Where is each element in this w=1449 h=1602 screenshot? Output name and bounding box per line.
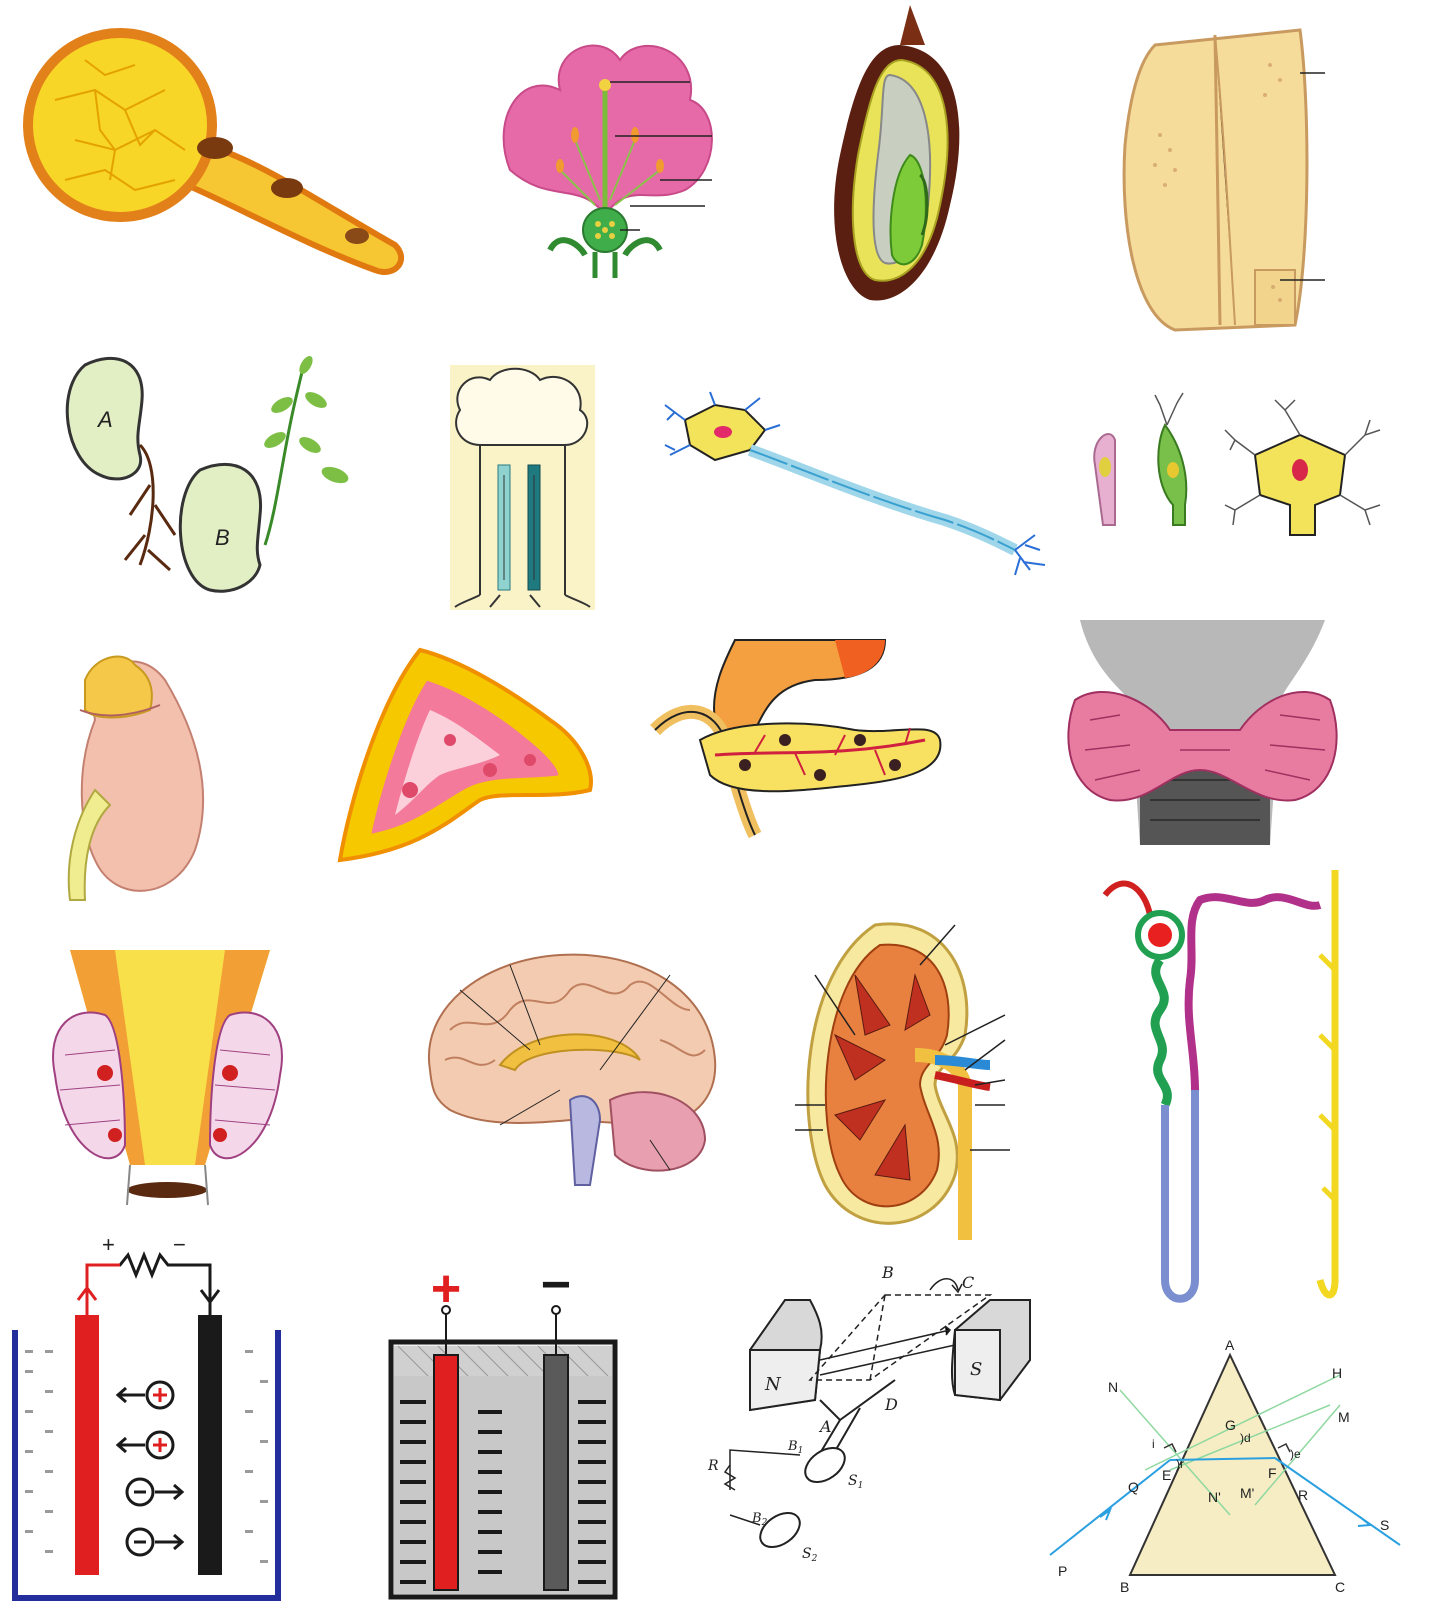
nephron-diagram xyxy=(1105,870,1360,1305)
motor-label-s: S xyxy=(970,1359,982,1380)
motor-label-b2: B2 xyxy=(751,1511,768,1528)
prism-label-e-point: E xyxy=(1162,1467,1171,1483)
neuron-types-diagram xyxy=(1085,385,1395,555)
seed-label-a: A xyxy=(96,407,113,432)
motor-label-a: A xyxy=(818,1417,832,1436)
motor-label-n: N xyxy=(764,1374,782,1395)
prism-label-s: S xyxy=(1380,1517,1389,1533)
tree-xylem-diagram xyxy=(450,365,595,610)
kidney-section-diagram xyxy=(795,915,1010,1240)
motor-label-s1: S1 xyxy=(848,1473,863,1491)
motor-label-b: B xyxy=(881,1263,894,1282)
prism-label-b: B xyxy=(1120,1579,1129,1595)
dry-cell-diagram: + − xyxy=(388,1270,618,1602)
prism-label-q: Q xyxy=(1128,1479,1139,1495)
prism-label-r: )r xyxy=(1176,1457,1184,1471)
prism-label-m-prime: M' xyxy=(1240,1485,1254,1501)
brain-section-diagram xyxy=(420,950,720,1185)
dicot-seed-section-diagram xyxy=(830,5,970,305)
flower-section-diagram xyxy=(490,30,720,280)
neuron-diagram xyxy=(655,390,1055,590)
seed-germination-diagram: A B xyxy=(60,345,360,595)
adrenal-kidney-diagram xyxy=(55,640,225,915)
motor-label-r: R xyxy=(707,1458,719,1474)
prism-label-d: )d xyxy=(1240,1431,1251,1445)
prism-label-n: N xyxy=(1108,1379,1118,1395)
prism-label-n-prime: N' xyxy=(1208,1489,1221,1505)
electrolysis-minus-sign: − xyxy=(173,1232,186,1257)
parathyroid-diagram xyxy=(45,945,290,1210)
electrolysis-diagram: + − xyxy=(10,1230,285,1602)
thyroid-front-diagram xyxy=(1060,620,1345,845)
motor-label-c: C xyxy=(962,1273,974,1292)
prism-label-h: H xyxy=(1332,1365,1342,1381)
electrolysis-plus-sign: + xyxy=(102,1232,115,1257)
motor-label-d: D xyxy=(884,1395,898,1414)
prism-label-m: M xyxy=(1338,1409,1350,1425)
prism-label-a: A xyxy=(1225,1337,1235,1353)
seed-label-b: B xyxy=(215,525,230,550)
prism-label-e-angle: )e xyxy=(1290,1447,1301,1461)
prism-label-f: F xyxy=(1268,1465,1277,1481)
cell-minus-sign: − xyxy=(541,1256,571,1314)
maize-grain-diagram xyxy=(1115,25,1325,330)
adrenal-gland-section-diagram xyxy=(330,640,600,875)
prism-label-r-point: R xyxy=(1298,1487,1308,1503)
motor-label-s2: S2 xyxy=(802,1546,818,1564)
electric-motor-diagram: B C A D N S B1 S1 B2 S2 R xyxy=(700,1260,1045,1600)
pancreas-diagram xyxy=(655,640,955,835)
prism-label-g: G xyxy=(1225,1417,1236,1433)
prism-refraction-diagram: A B C H N M G )d i )r E F )e Q R S P N' … xyxy=(1040,1330,1440,1602)
prism-label-i: i xyxy=(1152,1437,1155,1451)
motor-label-b1: B1 xyxy=(787,1439,803,1456)
pollen-tube-diagram xyxy=(15,30,415,280)
cell-plus-sign: + xyxy=(431,1260,461,1318)
prism-label-p: P xyxy=(1058,1563,1067,1579)
prism-label-c: C xyxy=(1335,1579,1345,1595)
